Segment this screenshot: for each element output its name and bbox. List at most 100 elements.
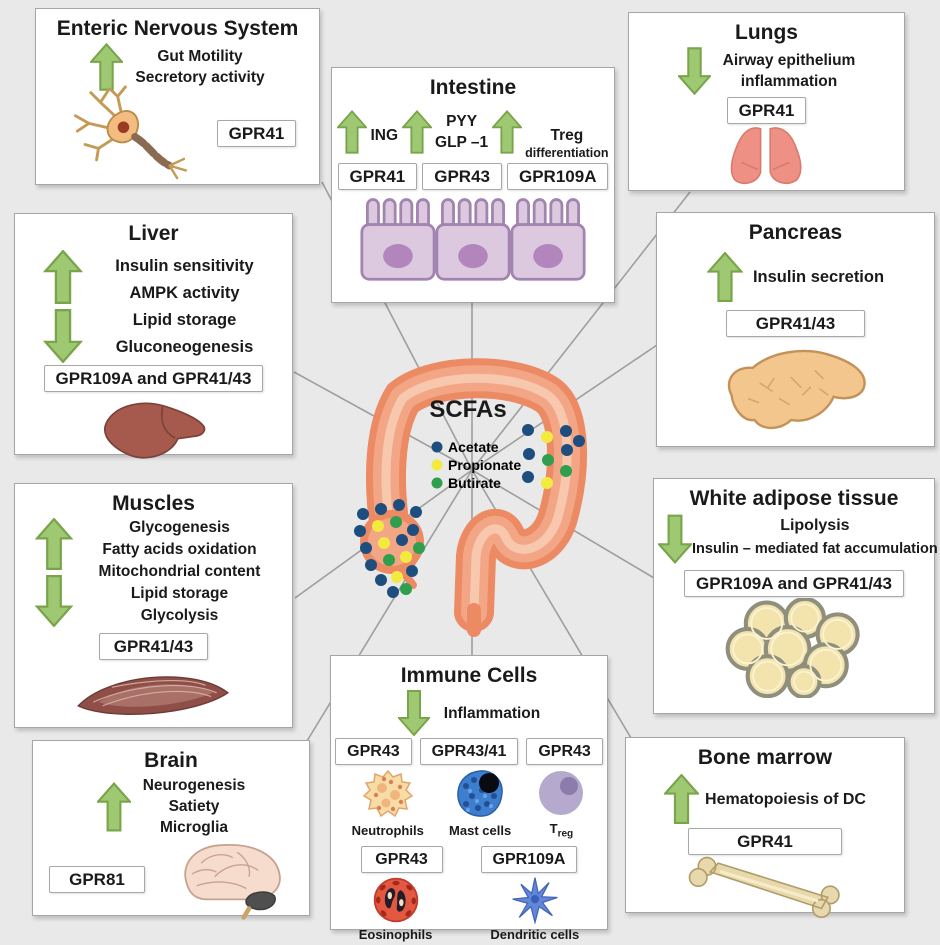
panel-title: Intestine (429, 76, 517, 99)
effect-text: Inflammation (443, 704, 541, 722)
up-arrow-icon (35, 517, 73, 570)
panel-title: Liver (128, 222, 179, 245)
effect-text: GLP –1 (435, 134, 489, 151)
receptor-badge: GPR109A (480, 845, 578, 873)
effect-text: Microglia (159, 819, 229, 836)
down-arrow-icon (35, 574, 73, 627)
up-arrow-icon (337, 109, 368, 154)
acetate-dot-icon (431, 441, 443, 453)
effect-text: Satiety (168, 798, 220, 815)
propionate-dot-icon (431, 459, 443, 471)
down-arrow-icon (43, 309, 83, 363)
liver-icon (104, 402, 206, 459)
cell-label: Mast cells (449, 823, 512, 838)
effect-text: Treg (550, 127, 584, 144)
eosinophil-icon (373, 877, 418, 922)
panel-enteric-nervous-system: Enteric Nervous System Gut Motility Secr… (35, 8, 320, 185)
receptor-badge: GPR109A (507, 163, 609, 190)
up-arrow-icon (492, 109, 523, 154)
panel-brain: Brain Neurogenesis Satiety Microglia GPR… (32, 740, 310, 920)
effect-text: Insulin sensitivity (115, 256, 254, 275)
effect-text: Neurogenesis (142, 777, 246, 794)
muscle-icon (76, 676, 229, 715)
panel-title: Immune Cells (400, 664, 538, 687)
panel-title: Brain (144, 749, 198, 772)
effect-text: Mitochondrial content (98, 563, 261, 580)
panel-liver: Liver Insulin sensitivity AMPK activity … (14, 213, 293, 459)
scfa-dot-cluster-descending (522, 424, 585, 489)
panel-title: Bone marrow (697, 746, 833, 769)
effect-text: Fatty acids oxidation (102, 541, 257, 558)
effect-text: differentiation (525, 146, 609, 160)
mast-cell-icon (457, 770, 503, 817)
receptor-badge: GPR43 (335, 738, 412, 765)
legend-acetate: Acetate (448, 439, 499, 455)
center-label: SCFAs (429, 396, 506, 423)
effect-text: Secretory activity (135, 69, 265, 86)
treg-cell-icon (539, 771, 584, 815)
receptor-badge: GPR41 (688, 828, 842, 855)
cell-label: Eosinophils (358, 926, 433, 942)
colon-shape (360, 358, 588, 637)
effect-text: Lipid storage (130, 585, 229, 602)
effect-text: Gut Motility (157, 48, 243, 65)
intestinal-epithelium-icon (360, 198, 586, 281)
receptor-badge: GPR43 (422, 163, 502, 190)
lungs-icon (730, 127, 801, 185)
pancreas-icon (727, 349, 866, 430)
panel-intestine: Intestine ING PYY GLP –1 Treg differenti… (331, 67, 615, 303)
effect-text: ING (370, 127, 399, 144)
scfa-dot-cluster-cecum (354, 499, 425, 598)
effect-text: Lipolysis (780, 517, 850, 534)
panel-title: Pancreas (748, 221, 843, 244)
effect-text: Glycolysis (140, 607, 219, 624)
effect-text: Glycogenesis (129, 519, 230, 536)
cell-label: Neutrophils (351, 823, 424, 838)
neutrophil-icon (362, 769, 413, 818)
panel-title: White adipose tissue (689, 487, 899, 510)
cell-label: Treg (549, 821, 574, 840)
up-arrow-icon (706, 252, 743, 302)
receptor-badge: GPR81 (49, 865, 145, 893)
panel-bone-marrow: Bone marrow Hematopoiesis of DC GPR41 (625, 737, 905, 918)
receptor-badge: GPR109A and GPR41/43 (43, 365, 264, 392)
panel-lungs: Lungs Airway epithelium inflammation GPR… (628, 12, 905, 191)
up-arrow-icon (402, 109, 433, 154)
legend-butirate: Butirate (448, 475, 501, 491)
receptor-badge: GPR43 (526, 738, 603, 765)
panel-pancreas: Pancreas Insulin secretion GPR41/43 (656, 212, 935, 447)
effect-text: Airway epithelium (722, 52, 856, 69)
panel-title: Lungs (735, 21, 798, 44)
bone-icon (688, 856, 840, 918)
panel-immune-cells: Immune Cells Inflammation GPR43 GPR43/41… (330, 655, 608, 942)
panel-title: Enteric Nervous System (56, 17, 299, 40)
panel-title: Muscles (112, 492, 195, 515)
dendritic-cell-icon (512, 877, 558, 924)
receptor-badge: GPR109A and GPR41/43 (684, 570, 904, 597)
legend-propionate: Propionate (448, 457, 521, 473)
down-arrow-icon (677, 47, 711, 95)
up-arrow-icon (43, 250, 83, 304)
effect-text: Lipid storage (132, 310, 237, 329)
effect-text: Insulin secretion (752, 267, 885, 286)
adipocytes-icon (725, 596, 860, 700)
up-arrow-icon (90, 43, 124, 91)
receptor-badge: GPR41/43 (99, 633, 208, 660)
scfa-legend: Acetate Propionate Butirate (431, 439, 521, 491)
receptor-badge: GPR41/43 (726, 310, 865, 337)
panel-muscles: Muscles Glycogenesis Fatty acids oxidati… (14, 483, 293, 728)
butirate-dot-icon (431, 477, 443, 489)
effect-text: inflammation (740, 73, 838, 90)
effect-text: Insulin – mediated fat accumulation (692, 541, 938, 557)
effect-text: Gluconeogenesis (115, 337, 254, 356)
receptor-badge: GPR41 (216, 119, 297, 147)
effect-text: Hematopoiesis of DC (705, 790, 866, 808)
brain-icon (184, 844, 281, 920)
up-arrow-icon (664, 774, 700, 824)
receptor-badge: GPR43 (360, 845, 443, 873)
receptor-badge: GPR41 (337, 163, 418, 190)
receptor-badge: GPR43/41 (419, 738, 519, 765)
effect-text: PYY (446, 113, 478, 130)
